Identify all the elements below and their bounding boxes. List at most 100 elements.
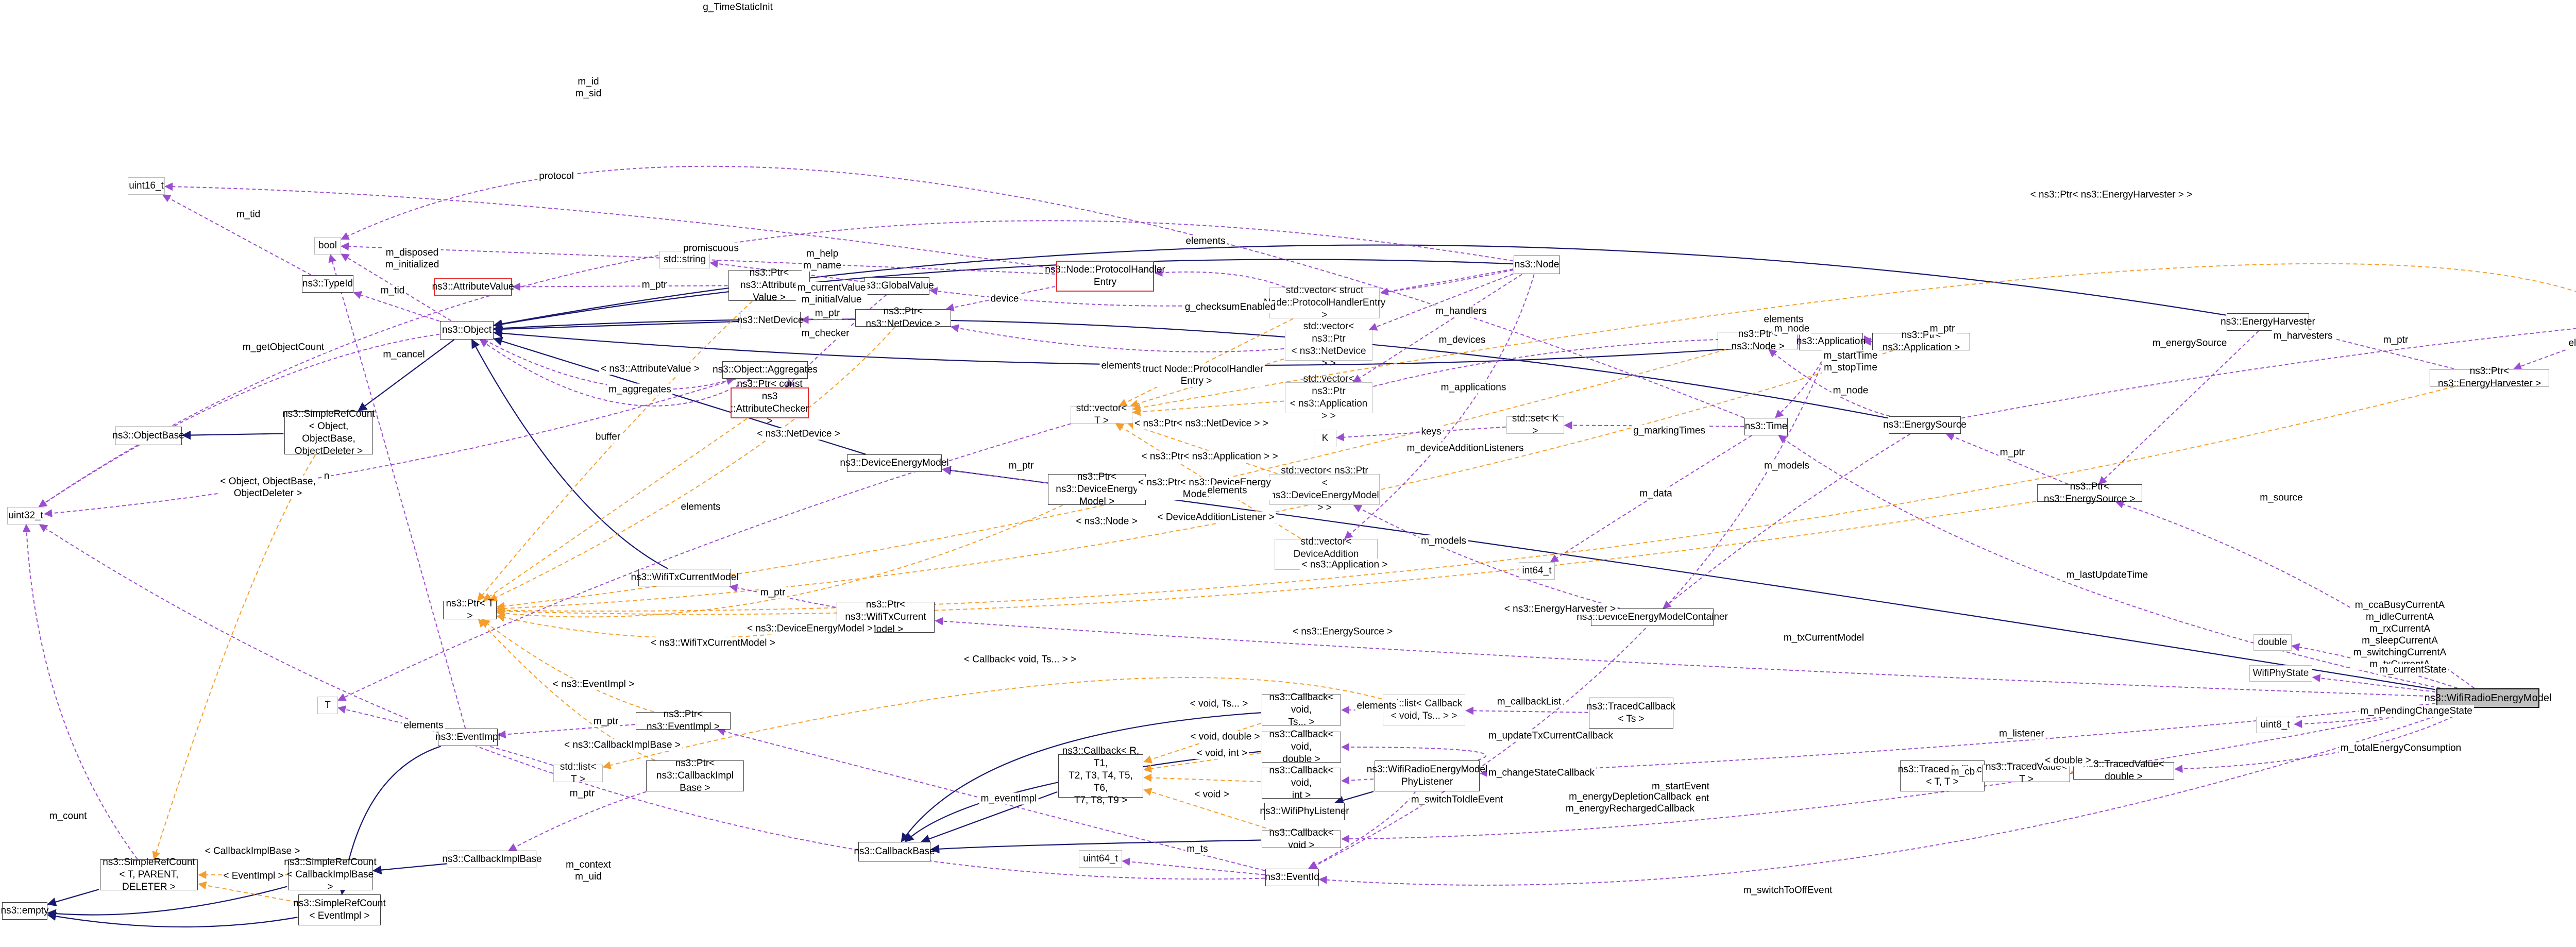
- edge-label-typeid-uint16: m_tid: [234, 208, 262, 221]
- class-node-energysource[interactable]: ns3::EnergySource: [1883, 416, 1967, 434]
- class-node-srcei[interactable]: ns3::SimpleRefCount < EventImpl >: [293, 894, 386, 925]
- class-node-main-highlighted[interactable]: ns3::WifiRadioEnergyModel: [2425, 688, 2551, 708]
- class-node-cbR[interactable]: ns3::Callback< R, T1, T2, T3, T4, T5, T6…: [1058, 746, 1143, 806]
- edge-label-main-cbvoid: m_energyDepletionCallback m_energyRechar…: [1564, 791, 1697, 815]
- class-node-listT: std::list< T >: [553, 762, 603, 785]
- edge-label-node-vecapp: m_applications: [1439, 381, 1508, 394]
- edge-node-vecdal: [1344, 274, 1535, 539]
- edge-cbvoidts-cbR: [1143, 722, 1261, 764]
- edge-eventimpl-bool: [328, 253, 466, 729]
- class-node-uint8: uint8_t: [2256, 717, 2294, 733]
- edge-label-tvT-tctt: m_cb: [1949, 766, 1977, 778]
- class-node-ptrchecker[interactable]: ns3::Ptr< const ns3 ::AttributeChecker >: [730, 379, 809, 427]
- edge-srcobj-objectbase: [181, 430, 284, 440]
- edge-label-vecphe-phe: elements: [1184, 235, 1227, 247]
- edge-vecphe-phe: [1154, 268, 1285, 288]
- edge-label-tcts-listcb: m_callbackList: [1495, 696, 1563, 708]
- class-node-empty[interactable]: ns3::empty: [1, 902, 48, 920]
- edge-label-srcei-srctpd: < EventImpl >: [222, 870, 285, 882]
- class-node-eventid[interactable]: ns3::EventId: [1265, 869, 1319, 886]
- class-node-ptrsrc[interactable]: ns3::Ptr< ns3::EnergySource >: [2037, 481, 2142, 504]
- class-node-eventimpl[interactable]: ns3::EventImpl: [435, 729, 500, 746]
- class-node-uint32: uint32_t: [7, 507, 44, 525]
- edge-label-ptrattr-attrval: m_ptr: [640, 279, 669, 291]
- class-node-object[interactable]: ns3::Object: [440, 321, 494, 340]
- class-node-cbbase[interactable]: ns3::CallbackBase: [854, 842, 935, 861]
- edge-eventid-uint32: [39, 524, 1265, 880]
- edge-setk-kbox: [1335, 426, 1506, 442]
- class-node-harvester[interactable]: ns3::EnergyHarvester: [2221, 313, 2315, 331]
- edge-netdevice-object: [493, 320, 739, 334]
- class-node-ptrT[interactable]: ns3::Ptr< T >: [443, 598, 497, 621]
- class-node-dem[interactable]: ns3::DeviceEnergyModel: [840, 454, 949, 472]
- class-node-netdevice[interactable]: ns3::NetDevice: [737, 312, 803, 329]
- class-node-wifiphyl[interactable]: ns3::WifiPhyListener: [1260, 803, 1349, 820]
- class-node-cbvoid[interactable]: ns3::Callback< void >: [1262, 827, 1341, 851]
- edge-srctpd-empty: [47, 889, 99, 906]
- edge-label-main-double: m_ccaBusyCurrentA m_idleCurrentA m_rxCur…: [2351, 599, 2448, 670]
- class-node-cbint[interactable]: ns3::Callback< void, int >: [1262, 765, 1341, 801]
- edge-label-ptrnetdev-netdevice: m_ptr: [813, 307, 842, 319]
- class-node-aggregates[interactable]: ns3::Object::Aggregates: [713, 361, 818, 379]
- class-node-cib[interactable]: ns3::CallbackImplBase: [442, 851, 542, 868]
- edge-vecdem-vecT: [1127, 422, 1278, 475]
- edge-label-ptrevent-ptrT: < ns3::EventImpl >: [551, 678, 636, 690]
- class-node-tvT[interactable]: ns3::TracedValue< T >: [1982, 762, 2070, 785]
- class-node-typeid[interactable]: ns3::TypeId: [302, 275, 353, 293]
- edge-main-uint8: [2294, 707, 2437, 729]
- edge-label-srccib-srctpd: < CallbackImplBase >: [203, 845, 302, 857]
- class-node-phe[interactable]: ns3::Node::ProtocolHandler Entry: [1045, 261, 1165, 292]
- edge-label-globalvalue-ptrattr: m_currentValue m_initialValue: [795, 282, 868, 306]
- class-node-ptrwtcm[interactable]: ns3::Ptr< ns3::WifiTxCurrent Model >: [837, 599, 935, 635]
- class-node-ptrnode[interactable]: ns3::Ptr< ns3::Node >: [1718, 329, 1798, 352]
- class-node-ptrdem[interactable]: ns3::Ptr< ns3::DeviceEnergy Model >: [1048, 471, 1146, 507]
- edge-label-vecapp-vecT: < ns3::Ptr< ns3::Application > >: [1140, 450, 1280, 463]
- class-node-phylistener[interactable]: ns3::WifiRadioEnergyModel PhyListener: [1367, 760, 1487, 791]
- class-node-node[interactable]: ns3::Node: [1514, 256, 1560, 274]
- edge-label-aggregates-object: buffer: [594, 431, 622, 443]
- edge-ptrcib-cib: [508, 791, 647, 851]
- class-node-ptrcib[interactable]: ns3::Ptr< ns3::CallbackImpl Base >: [646, 758, 744, 793]
- edge-label-listT-tbox: elements: [402, 719, 445, 732]
- class-node-cbvoidts[interactable]: ns3::Callback< void, Ts... >: [1262, 692, 1341, 728]
- edge-vecharv-vecT: [1132, 263, 2576, 412]
- edge-cbdouble-cbbase: [904, 751, 1261, 842]
- class-node-attrval[interactable]: ns3::AttributeValue: [432, 278, 514, 296]
- class-node-srccib[interactable]: ns3::SimpleRefCount < CallbackImplBase >: [284, 857, 377, 892]
- class-node-objectbase[interactable]: ns3::ObjectBase: [112, 427, 184, 445]
- class-node-ptrapp[interactable]: ns3::Ptr< ns3::Application >: [1872, 330, 1970, 353]
- edge-cbint-cbR: [1143, 773, 1261, 783]
- class-node-wtcm[interactable]: ns3::WifiTxCurrentModel: [631, 569, 739, 586]
- class-node-srcobj[interactable]: ns3::SimpleRefCount < Object, ObjectBase…: [282, 409, 375, 456]
- edge-label-phe-ptrnetdev: device: [989, 293, 1021, 305]
- edge-main-ptrwtcm: [935, 617, 2436, 697]
- edge-label-ptrharv-ptrT: < ns3::EnergyHarvester >: [1502, 603, 1618, 615]
- edge-label-ptrwtcm-wtcm: m_ptr: [758, 586, 787, 599]
- class-node-tcts[interactable]: ns3::TracedCallback < Ts >: [1587, 698, 1675, 729]
- edge-main-time: [1778, 435, 2441, 689]
- class-node-cbdouble[interactable]: ns3::Callback< void, double >: [1262, 729, 1341, 765]
- class-node-globalvalue[interactable]: ns3::GlobalValue: [860, 277, 934, 295]
- edge-time-int64: [1550, 435, 1752, 563]
- edge-energysource-vecharv: [1961, 328, 2576, 419]
- edge-label-main-tvdouble: m_totalEnergyConsumption: [2338, 742, 2463, 754]
- edge-energysource-demc: [1663, 433, 1911, 609]
- class-node-ptrnetdev[interactable]: ns3::Ptr< ns3::NetDevice >: [855, 306, 951, 329]
- class-node-time[interactable]: ns3::Time: [1744, 418, 1788, 435]
- edge-node-vecapp: [1352, 274, 1522, 383]
- edge-demc-vecdem: [1353, 504, 1620, 609]
- edge-label-srcobj-srctpd: < Object, ObjectBase, ObjectDeleter >: [218, 476, 317, 499]
- class-node-bool: bool: [314, 237, 341, 255]
- class-node-srctpd[interactable]: ns3::SimpleRefCount < T, PARENT, DELETER…: [100, 857, 198, 892]
- edge-label-harvester-ptrsrc: m_energySource: [2150, 337, 2229, 349]
- class-node-ptrharv[interactable]: ns3::Ptr< ns3::EnergyHarvester >: [2430, 366, 2549, 389]
- class-node-ptrevent[interactable]: ns3::Ptr< ns3::EventImpl >: [636, 709, 731, 732]
- edge-label-phe-uint16: protocol: [537, 170, 575, 182]
- class-node-setk: std::set< K >: [1506, 413, 1564, 436]
- edge-label-vecT-tbox: elements: [679, 501, 722, 513]
- edge-label-vecharv-ptrharv: elements: [2567, 337, 2576, 349]
- class-node-vecnetdev: std::vector< ns3::Ptr < ns3::NetDevice >…: [1285, 321, 1372, 369]
- edge-typeid-uint16: [162, 194, 312, 276]
- class-node-application[interactable]: ns3::Application: [1797, 333, 1866, 350]
